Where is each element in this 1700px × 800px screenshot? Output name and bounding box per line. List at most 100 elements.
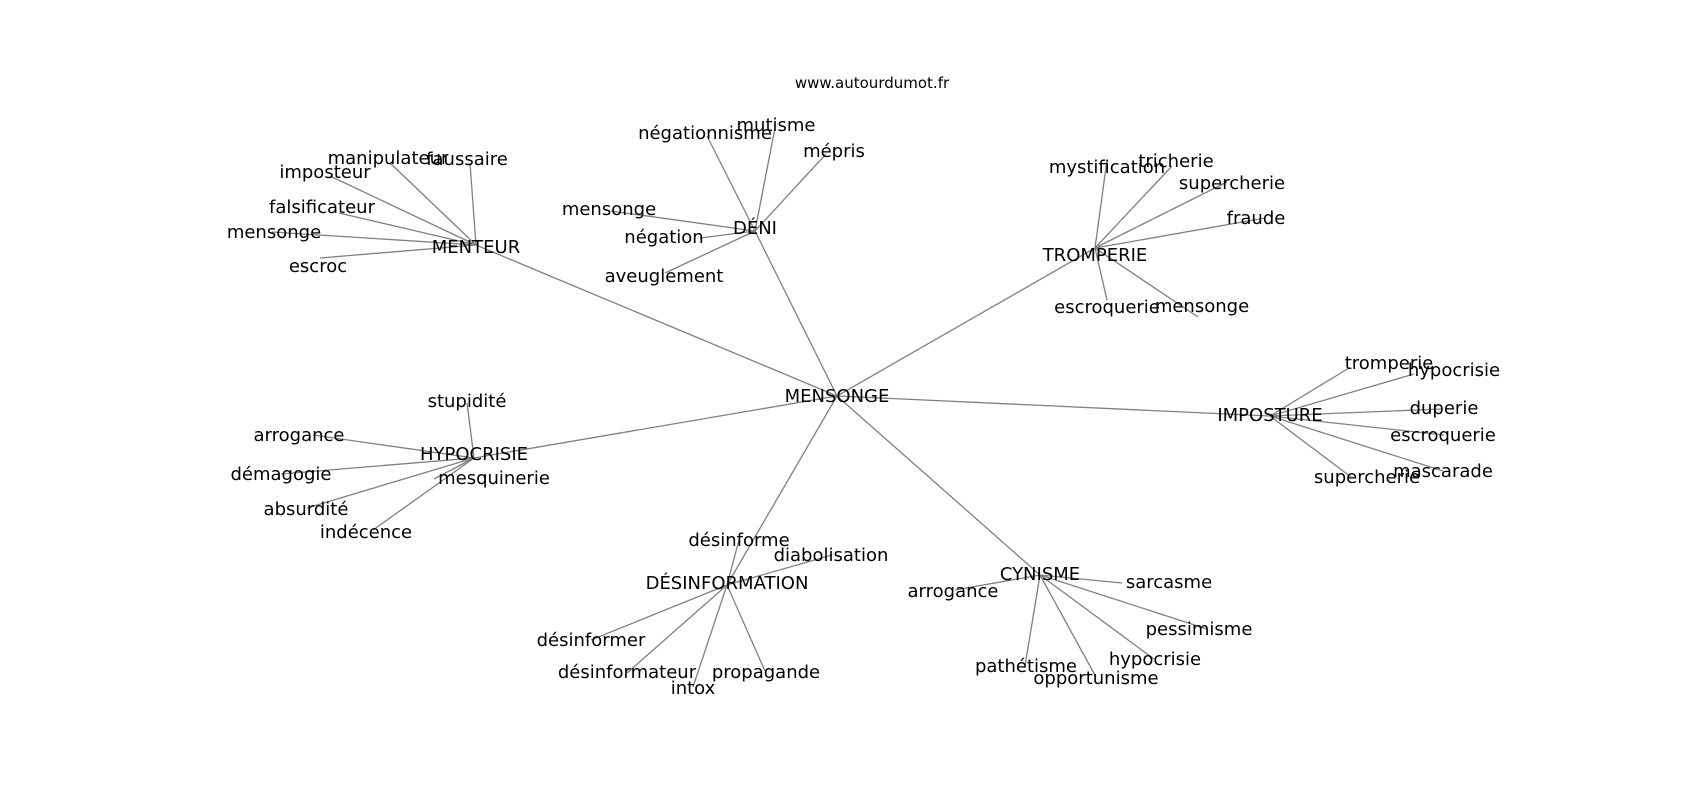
edge-hypocrisie-4 xyxy=(306,457,475,509)
leaf-label-hypocrisie-3: mesquinerie xyxy=(438,468,550,489)
leaf-label-tromperie-4: escroquerie xyxy=(1054,297,1160,318)
leaf-label-tromperie-1: tricherie xyxy=(1138,151,1213,172)
edge-desinformation-3 xyxy=(626,584,728,674)
edge-tromperie-3 xyxy=(1094,217,1266,249)
edge-tromperie-1 xyxy=(1094,165,1173,249)
edge-center-deni xyxy=(754,230,838,397)
leaf-label-tromperie-0: mystification xyxy=(1049,157,1165,178)
leaf-label-desinformation-3: désinformateur xyxy=(558,662,697,683)
leaf-label-tromperie-5: mensonge xyxy=(1155,296,1249,317)
leaf-label-hypocrisie-5: indécence xyxy=(320,522,412,543)
leaf-label-desinformation-4: propagande xyxy=(712,662,820,683)
edge-hypocrisie-0 xyxy=(466,402,475,459)
leaf-label-menteur-0: manipulateur xyxy=(328,148,449,169)
leaf-label-menteur-3: falsificateur xyxy=(269,197,376,218)
edge-imposture-5 xyxy=(1269,415,1352,478)
edge-cynisme-2 xyxy=(1039,574,1208,630)
leaf-label-menteur-1: faussaire xyxy=(426,149,508,170)
cluster-label-imposture: IMPOSTURE xyxy=(1217,405,1322,426)
edge-center-imposture xyxy=(836,395,1271,417)
edge-desinformation-1 xyxy=(726,554,833,586)
edge-cynisme-0 xyxy=(954,574,1041,591)
edge-hypocrisie-5 xyxy=(372,457,475,531)
leaf-label-deni-4: négation xyxy=(624,227,703,248)
cluster-label-hypocrisie: HYPOCRISIE xyxy=(420,444,528,465)
edge-hypocrisie-2 xyxy=(280,457,475,475)
edge-hypocrisie-3 xyxy=(433,457,475,480)
edge-desinformation-4 xyxy=(726,584,766,672)
leaf-label-tromperie-3: fraude xyxy=(1227,208,1286,229)
edge-center-desinformation xyxy=(726,395,838,586)
edge-imposture-3 xyxy=(1269,415,1445,436)
leaf-label-imposture-1: hypocrisie xyxy=(1408,360,1500,381)
leaf-label-deni-0: mutisme xyxy=(737,115,816,136)
leaf-label-cynisme-5: opportunisme xyxy=(1033,668,1158,689)
leaf-label-deni-3: mensonge xyxy=(562,199,656,220)
leaf-label-hypocrisie-0: stupidité xyxy=(428,391,507,412)
edge-imposture-2 xyxy=(1269,408,1442,417)
edge-imposture-0 xyxy=(1269,367,1350,417)
edge-cynisme-5 xyxy=(1039,574,1097,678)
edge-menteur-1 xyxy=(469,162,477,246)
leaf-label-imposture-3: escroquerie xyxy=(1390,425,1496,446)
edge-menteur-0 xyxy=(389,162,477,246)
leaf-label-desinformation-1: diabolisation xyxy=(774,545,889,566)
leaf-label-cynisme-0: arrogance xyxy=(908,581,999,602)
edge-deni-5 xyxy=(664,230,756,274)
edge-menteur-5 xyxy=(319,244,477,259)
leaf-label-hypocrisie-1: arrogance xyxy=(254,425,345,446)
edge-tromperie-5 xyxy=(1094,247,1199,318)
edge-deni-3 xyxy=(610,210,756,232)
edge-cynisme-1 xyxy=(1039,574,1123,584)
edge-desinformation-5 xyxy=(692,584,728,688)
leaf-label-imposture-2: duperie xyxy=(1410,398,1479,419)
source-label: www.autourdumot.fr xyxy=(795,74,950,92)
leaf-label-desinformation-0: désinforme xyxy=(688,530,789,551)
center-node-label: MENSONGE xyxy=(785,386,890,407)
cluster-label-menteur: MENTEUR xyxy=(432,237,520,258)
leaf-label-deni-2: mépris xyxy=(803,141,865,162)
edge-cynisme-3 xyxy=(1039,574,1155,660)
leaf-label-menteur-4: mensonge xyxy=(227,222,321,243)
leaf-label-imposture-5: supercherie xyxy=(1314,467,1420,488)
leaf-label-deni-1: négationnisme xyxy=(638,123,772,144)
edge-tromperie-2 xyxy=(1094,181,1228,249)
leaf-label-cynisme-4: pathétisme xyxy=(975,656,1077,677)
leaf-label-cynisme-1: sarcasme xyxy=(1126,572,1212,593)
cluster-label-desinformation: DÉSINFORMATION xyxy=(646,572,809,594)
edge-cynisme-4 xyxy=(1024,574,1041,667)
edges xyxy=(271,127,1445,688)
edge-desinformation-2 xyxy=(590,584,728,641)
edge-tromperie-0 xyxy=(1094,159,1108,249)
edge-menteur-2 xyxy=(329,175,477,246)
leaf-label-desinformation-2: désinformer xyxy=(537,630,646,651)
leaf-label-imposture-4: mascarade xyxy=(1393,461,1493,482)
edge-menteur-3 xyxy=(338,212,477,246)
edge-center-tromperie xyxy=(836,247,1096,397)
edge-imposture-1 xyxy=(1269,373,1415,417)
cluster-label-cynisme: CYNISME xyxy=(1000,564,1080,585)
edge-deni-0 xyxy=(754,127,776,232)
edge-deni-2 xyxy=(754,153,827,232)
edge-menteur-4 xyxy=(271,231,477,246)
leaf-label-tromperie-2: supercherie xyxy=(1179,173,1285,194)
leaf-label-cynisme-3: hypocrisie xyxy=(1109,649,1201,670)
leaf-label-desinformation-5: intox xyxy=(671,678,716,699)
cluster-label-tromperie: TROMPERIE xyxy=(1042,245,1148,266)
leaf-label-menteur-2: imposteur xyxy=(279,162,371,183)
leaf-label-imposture-0: tromperie xyxy=(1345,353,1434,374)
leaf-label-deni-5: aveuglement xyxy=(605,266,724,287)
leaf-label-menteur-5: escroc xyxy=(289,256,347,277)
edge-tromperie-4 xyxy=(1094,247,1108,301)
edge-desinformation-0 xyxy=(726,539,740,586)
leaf-label-hypocrisie-4: absurdité xyxy=(264,499,349,520)
edge-imposture-4 xyxy=(1269,415,1444,472)
edge-center-hypocrisie xyxy=(473,395,838,459)
edge-center-menteur xyxy=(475,244,838,397)
edge-center-cynisme xyxy=(836,395,1041,576)
leaf-label-cynisme-2: pessimisme xyxy=(1146,619,1253,640)
leaf-label-hypocrisie-2: démagogie xyxy=(230,464,331,485)
edge-deni-4 xyxy=(699,230,756,239)
